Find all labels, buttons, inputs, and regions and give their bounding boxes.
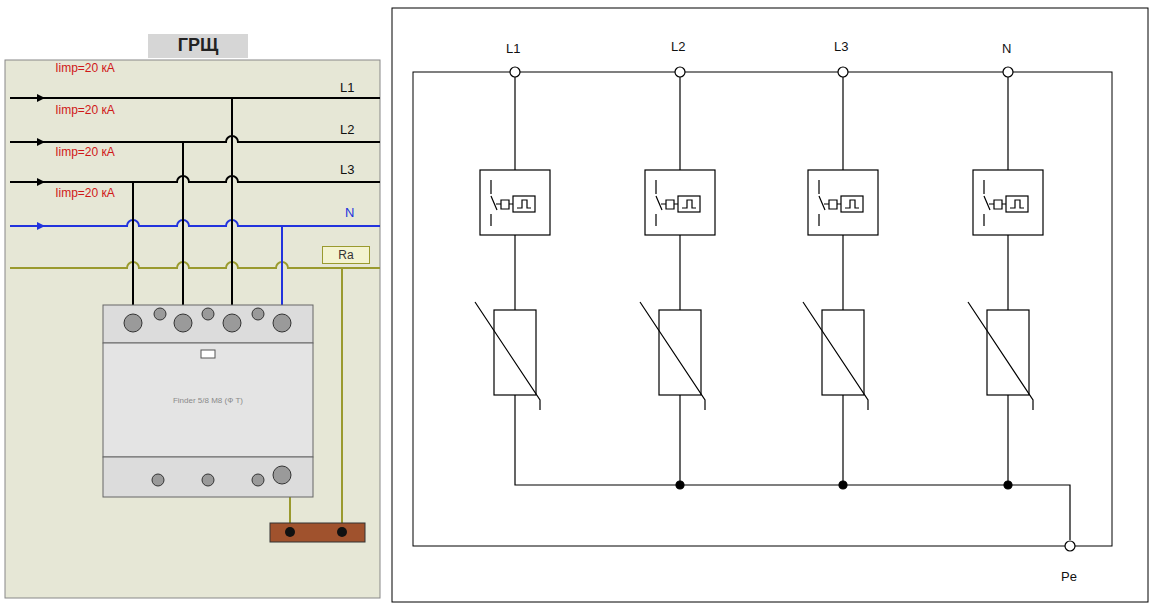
node-text: Finder 5/8 М8 (Ф Т) [173, 396, 243, 405]
panel-title: ГРЩ [148, 36, 248, 56]
spd-device [103, 305, 313, 497]
current-rating: Iimp=20 кА [52, 104, 118, 116]
spd-poles [475, 67, 1043, 485]
current-rating: Iimp=20 кА [52, 146, 118, 158]
busbars [10, 98, 380, 268]
schematic-frame [392, 8, 1148, 602]
terminal-label: Pe [1061, 570, 1077, 584]
terminal-label: L2 [671, 40, 685, 54]
resistance-box: Ra [322, 246, 370, 264]
neutral-label: N [345, 206, 354, 220]
earth-bar [270, 523, 365, 542]
terminal-label: L1 [506, 42, 520, 56]
current-rating: Iimp=20 кА [52, 62, 118, 74]
device-body: Finder 5/8 М8 (Ф Т) [104, 344, 312, 456]
terminal-label: N [1002, 42, 1011, 56]
phase-label: L3 [340, 163, 354, 177]
title-plate [148, 34, 248, 58]
phase-label: L2 [340, 123, 354, 137]
phase-label: L1 [340, 81, 354, 95]
node-text: Ra [338, 248, 353, 262]
pe-bus [515, 395, 1075, 551]
switchboard-panel [5, 60, 380, 598]
current-rating: Iimp=20 кА [52, 187, 118, 199]
enclosure-outline [413, 72, 1112, 546]
terminal-label: L3 [834, 40, 848, 54]
incoming-arrows [22, 98, 44, 226]
